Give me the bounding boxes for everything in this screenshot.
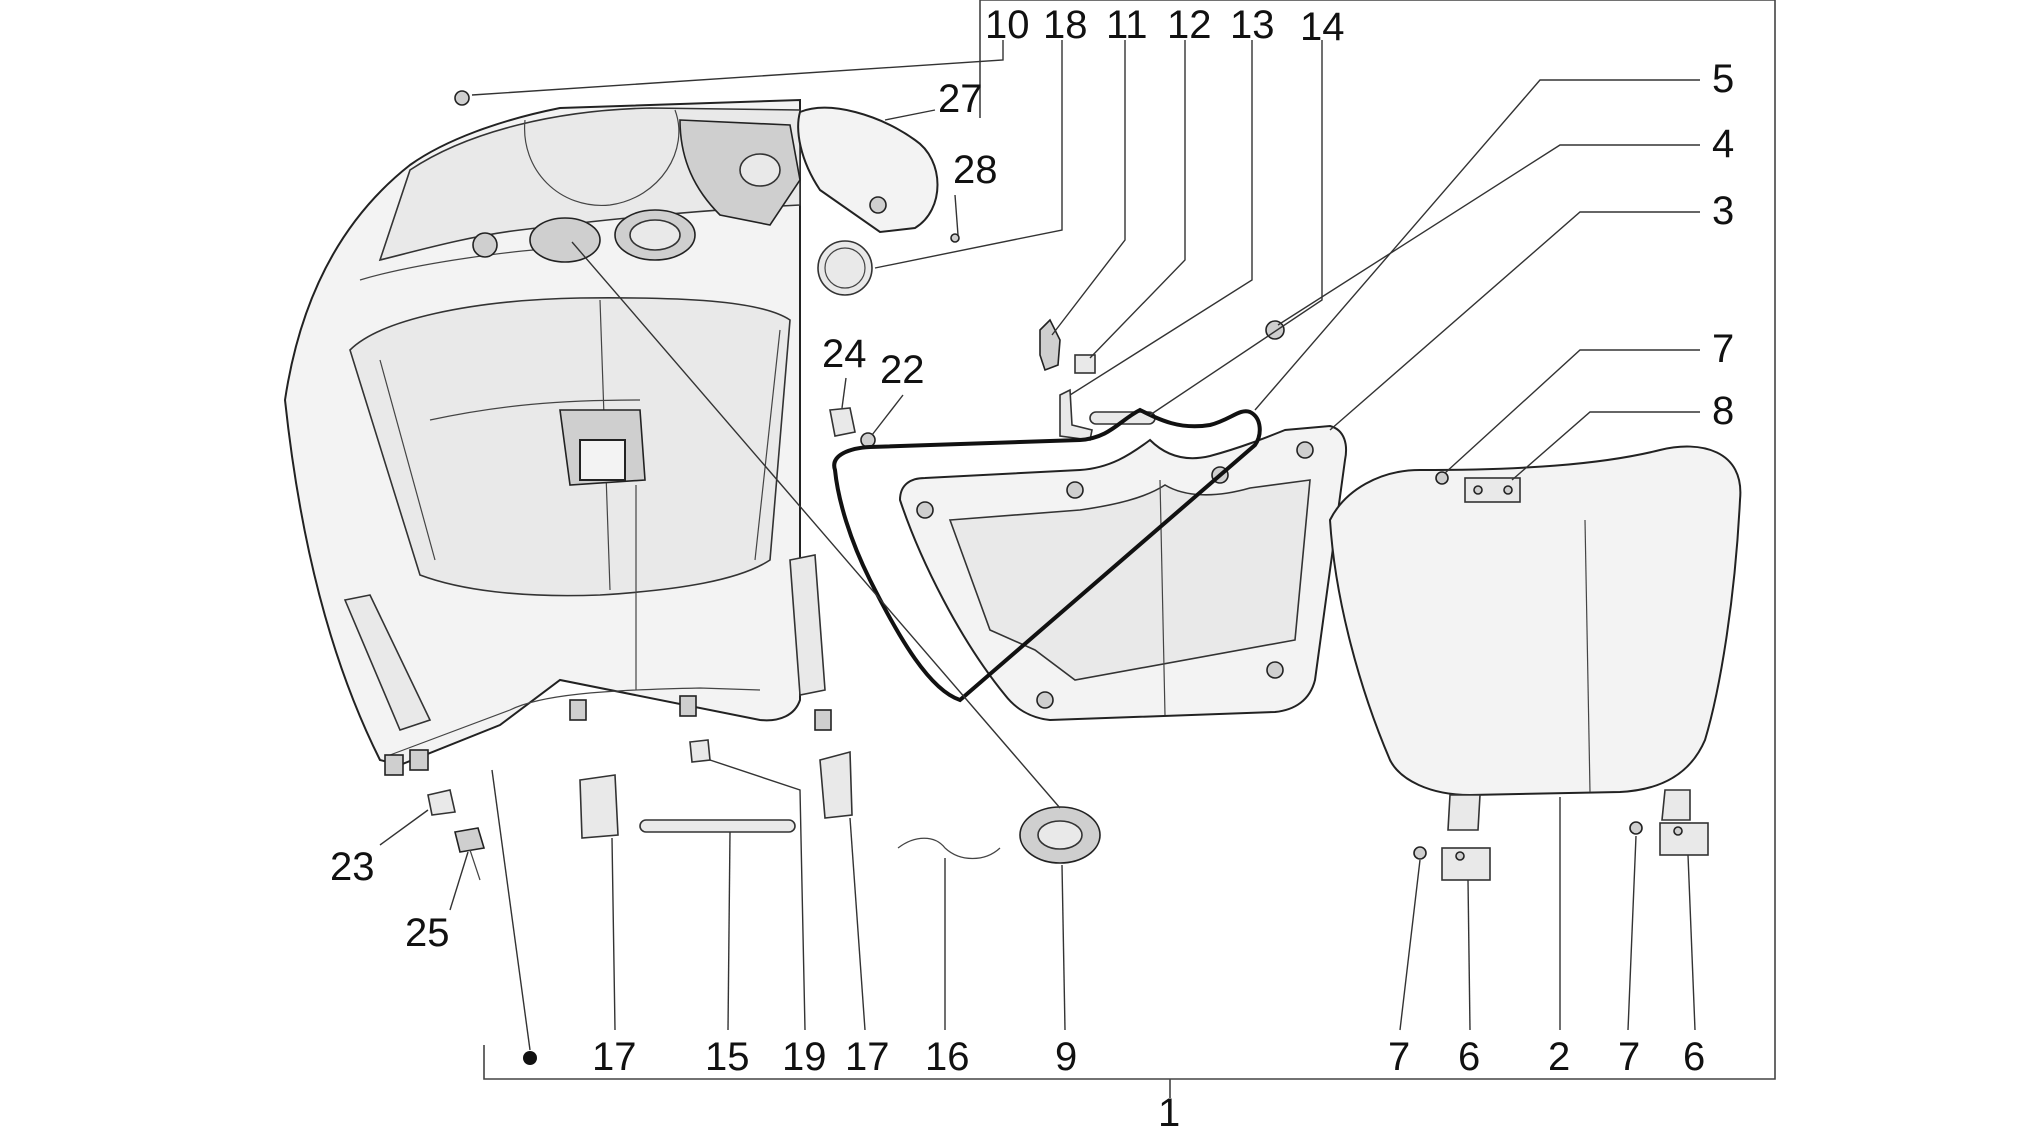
callout-3: 3 [1712, 189, 1734, 233]
callout-labels: 10 18 11 12 13 14 5 4 3 7 8 27 28 24 22 … [330, 3, 1734, 1129]
callout-15: 15 [705, 1035, 750, 1079]
callout-12: 12 [1167, 3, 1212, 47]
callout-19: 19 [782, 1035, 827, 1079]
clip-23 [427, 789, 456, 816]
assembly-frame [483, 0, 1776, 1098]
callout-6-left: 6 [1458, 1035, 1480, 1079]
screw-28 [950, 233, 960, 243]
clip-12 [1074, 354, 1096, 374]
screw-22 [860, 432, 876, 448]
callout-5: 5 [1712, 57, 1734, 101]
callout-7-top: 7 [1712, 327, 1734, 371]
screw-7-left [1413, 846, 1427, 860]
leader-lines [379, 40, 1700, 1051]
spring-16 [897, 837, 1001, 859]
callout-7-bottom-left: 7 [1388, 1035, 1410, 1079]
bullet-point-marker [523, 1051, 537, 1065]
callout-14: 14 [1300, 5, 1345, 49]
part-5-gasket [832, 407, 1262, 703]
part-6-latch-plates [1413, 821, 1709, 881]
bracket-13 [1059, 388, 1093, 441]
part-2-outer-door [1328, 445, 1742, 831]
callout-18: 18 [1043, 3, 1088, 47]
part-18-round-seal [817, 240, 873, 296]
callout-28: 28 [953, 148, 998, 192]
spring-11 [1039, 318, 1061, 372]
hinge-17-left [579, 774, 619, 839]
callout-10: 10 [985, 3, 1030, 47]
callout-6-right: 6 [1683, 1035, 1705, 1079]
hinge-17-right [819, 750, 853, 819]
callout-9: 9 [1055, 1035, 1077, 1079]
pin-15 [639, 819, 796, 833]
callout-22: 22 [880, 348, 925, 392]
callout-23: 23 [330, 845, 375, 889]
callout-17-right: 17 [845, 1035, 890, 1079]
bottom-hardware [427, 739, 1101, 1065]
callout-17-left: 17 [592, 1035, 637, 1079]
clip-24 [829, 407, 856, 437]
callout-4: 4 [1712, 122, 1734, 166]
callout-24: 24 [822, 332, 867, 376]
part-27-cover [797, 106, 939, 234]
part-8-hinge-plate [1464, 477, 1521, 503]
clip-19 [689, 739, 711, 763]
screw-7-top [1435, 471, 1449, 485]
callout-13: 13 [1230, 3, 1275, 47]
screw-25 [454, 827, 486, 853]
callout-7-bottom-right: 7 [1618, 1035, 1640, 1079]
callout-11: 11 [1106, 3, 1148, 47]
callout-16: 16 [925, 1035, 970, 1079]
part-3-inner-door [898, 424, 1348, 722]
callout-1: 1 [1158, 1091, 1180, 1129]
callout-8: 8 [1712, 389, 1734, 433]
leg-shield-body [283, 98, 832, 776]
screw-7-right [1629, 821, 1643, 835]
callout-2: 2 [1548, 1035, 1570, 1079]
callout-27: 27 [938, 77, 983, 121]
screw-10 [454, 90, 470, 106]
callout-25: 25 [405, 911, 450, 955]
